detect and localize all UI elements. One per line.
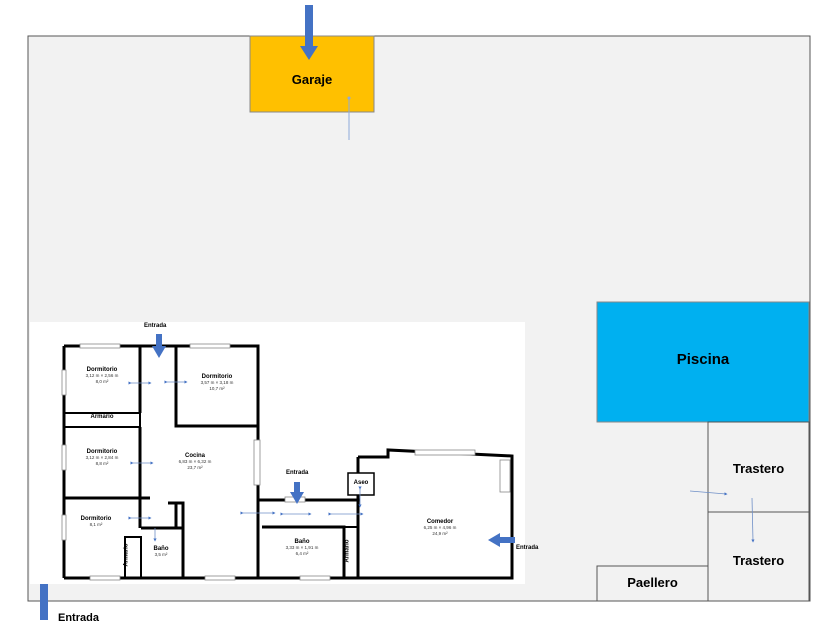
room-area: 10,7 m²: [209, 386, 225, 391]
paellero-area: [596, 565, 709, 602]
garage-label: Garaje: [291, 72, 333, 87]
entrance-right-arrow-shaft: [498, 537, 515, 543]
room-name: Baño: [153, 546, 169, 552]
entrance-right-label: Entrada: [516, 545, 539, 551]
garage-arrow-head: [300, 46, 318, 60]
room-name: Dormitorio: [86, 449, 118, 455]
entrance-mid-arrow-shaft: [294, 482, 300, 494]
pool-label: Piscina: [676, 351, 730, 368]
closet-right-label: Armario: [344, 539, 351, 563]
pool-area: [596, 301, 810, 423]
storage-guide-2: [751, 497, 755, 543]
bedroom-3: Dormitorio 3,12 m × 2,84 m 8,8 m²: [66, 449, 138, 467]
room-area: 3,5 m²: [154, 552, 168, 557]
room-dims: 3,12 m × 2,56 m: [85, 373, 119, 378]
room-area: 6,4 m²: [295, 551, 309, 556]
toilet-label: Aseo: [353, 480, 369, 486]
room-area: 8,8 m²: [95, 461, 109, 466]
closet-top-label: Armario: [90, 414, 114, 420]
room-name: Dormitorio: [201, 374, 233, 380]
bedroom-4: Dormitorio 8,1 m²: [66, 516, 126, 528]
bedroom-2: Dormitorio 3,57 m × 3,18 m 10,7 m²: [178, 374, 256, 392]
entrance-top-arrow-shaft: [156, 334, 162, 348]
door-arrows: [128, 380, 364, 542]
main-entrance-arrow-shaft: [40, 576, 48, 620]
entrance-top-label: Entrada: [144, 323, 167, 329]
room-area: 23,7 m²: [187, 465, 203, 470]
room-area: 24,9 m²: [432, 531, 448, 536]
room-name: Comedor: [426, 519, 454, 525]
garage-arrow-shaft: [305, 5, 313, 48]
entrance-right-arrow-head: [488, 533, 500, 547]
room-name: Cocina: [184, 453, 205, 459]
storage-label-1: Trastero: [732, 461, 785, 476]
room-dims: 6,83 m × 6,32 m: [178, 459, 212, 464]
entrance-mid-label: Entrada: [286, 470, 309, 476]
room-name: Baño: [294, 539, 310, 545]
main-entrance-label: Entrada: [58, 612, 99, 624]
bedroom-1: Dormitorio 3,12 m × 2,56 m 8,0 m²: [66, 367, 138, 385]
dining-room: Comedor 6,25 m × 4,96 m 24,9 m²: [400, 519, 480, 537]
room-area: 8,0 m²: [95, 379, 109, 384]
storage-room-2: [707, 511, 810, 602]
room-dims: 6,25 m × 4,96 m: [423, 525, 457, 530]
paellero-label: Paellero: [627, 575, 678, 590]
closet-left-label: Armario: [123, 543, 130, 567]
storage-guide-1: [689, 490, 728, 496]
room-name: Dormitorio: [86, 367, 118, 373]
bath-small: Baño 3,5 m²: [143, 546, 179, 558]
room-area: 8,1 m²: [89, 522, 103, 527]
entrance-top-arrow-head: [152, 346, 166, 358]
kitchen: Cocina 6,83 m × 6,32 m 23,7 m²: [160, 453, 230, 471]
entrance-mid-arrow-head: [290, 492, 304, 504]
room-dims: 3,12 m × 2,84 m: [85, 455, 119, 460]
room-dims: 3,33 m × 1,91 m: [285, 545, 319, 550]
bath: Baño 3,33 m × 1,91 m 6,4 m²: [262, 539, 342, 557]
garage-guide-dot: [347, 96, 351, 100]
storage-label-2: Trastero: [732, 553, 785, 568]
room-name: Dormitorio: [80, 516, 112, 522]
room-dims: 3,57 m × 3,18 m: [200, 380, 234, 385]
